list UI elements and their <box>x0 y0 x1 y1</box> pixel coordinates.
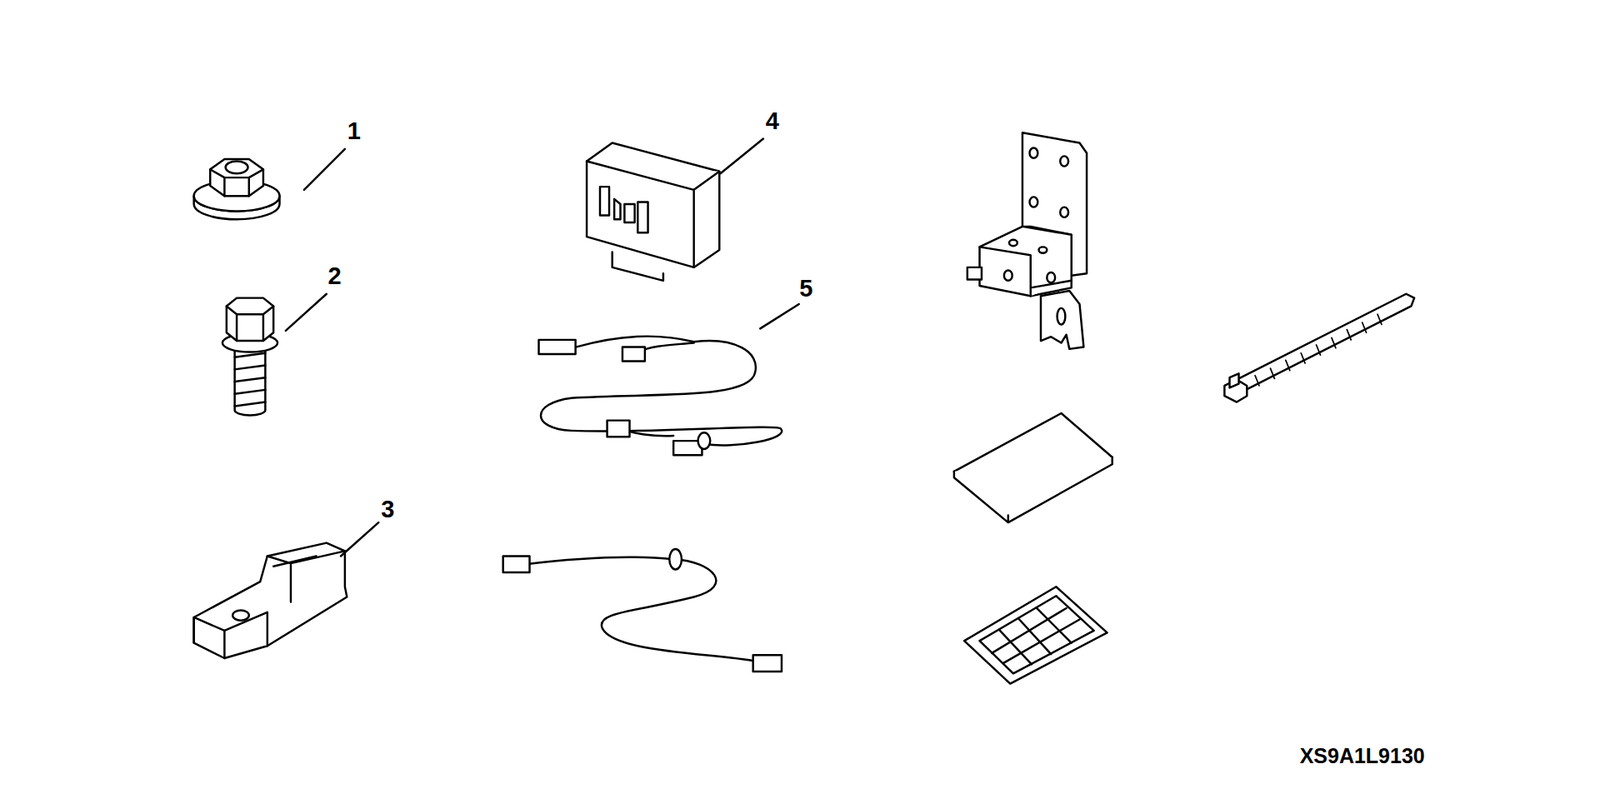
callout-number: 3 <box>380 497 395 522</box>
callout-number: 5 <box>799 276 813 301</box>
cable-tie <box>1224 294 1415 403</box>
control-unit <box>586 142 720 280</box>
harness-clip <box>194 543 348 659</box>
adhesive-sheet <box>964 586 1107 684</box>
flange-bolt <box>222 298 278 416</box>
flange-nut <box>194 159 280 220</box>
leader-line <box>285 139 800 557</box>
foam-pad <box>954 413 1113 523</box>
drawing-code: XS9A1L9130 <box>1300 745 1425 767</box>
wire-harness <box>503 549 782 672</box>
callout-number: 2 <box>328 264 342 289</box>
mounting-bracket <box>967 132 1087 350</box>
callout-number: 1 <box>347 119 361 144</box>
wire-harness <box>539 336 783 456</box>
callout-number: 4 <box>765 109 780 134</box>
